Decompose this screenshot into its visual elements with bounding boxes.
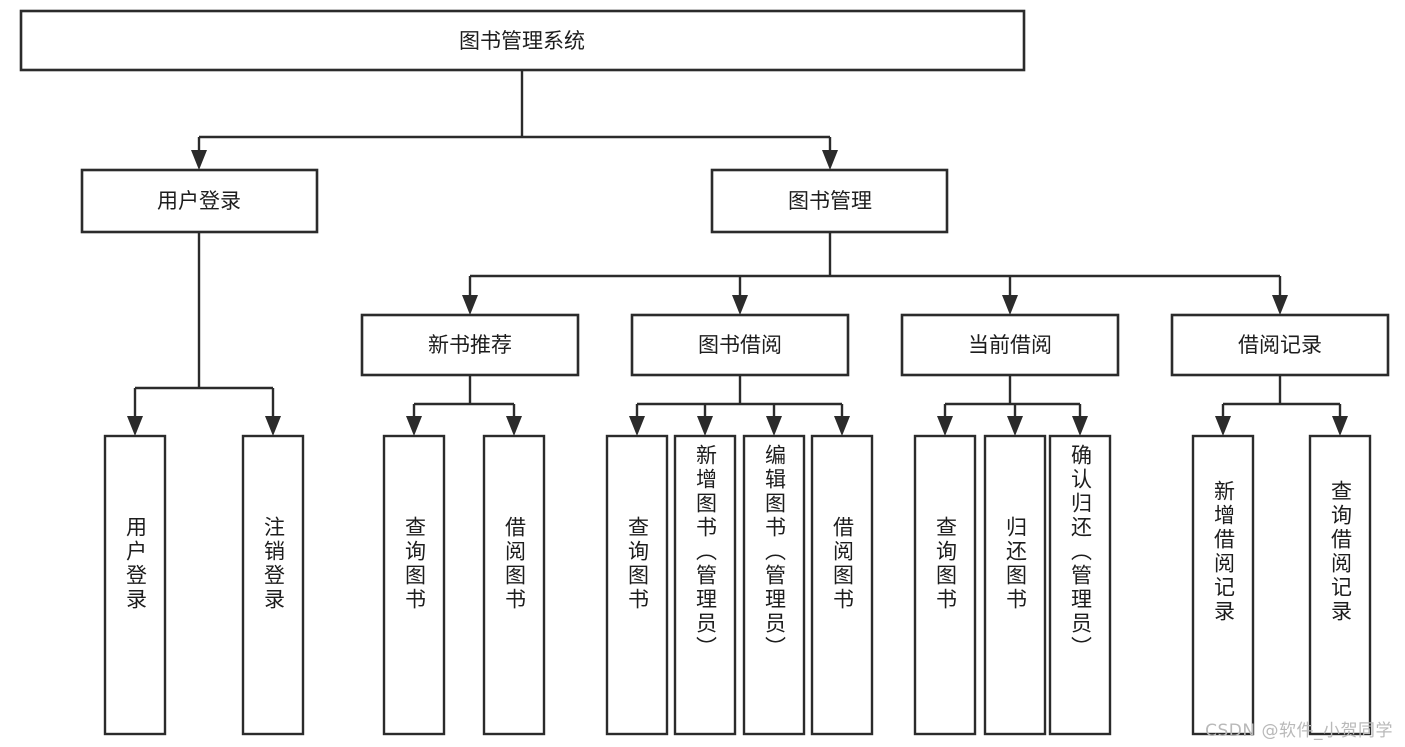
node-book-borrow[interactable]: 图书借阅: [630, 313, 850, 377]
leaf-box-current-borrow-2[interactable]: [983, 434, 1047, 736]
arrow-book-borrow-leaf2: [697, 416, 713, 436]
node-book-borrow-label: 图书借阅: [698, 333, 782, 357]
node-root-box[interactable]: [19, 9, 1026, 72]
leaf-box-current-borrow-3[interactable]: [1048, 434, 1112, 736]
leaf-box-book-borrow-3[interactable]: [742, 434, 806, 736]
arrow-book-borrow-leaf4: [834, 416, 850, 436]
edges-new-book-to-leaves: [406, 375, 522, 436]
leaf-box-new-book-1[interactable]: [382, 434, 446, 736]
edges-borrow-record-to-leaves: [1215, 375, 1348, 436]
node-current-borrow[interactable]: 当前借阅: [900, 313, 1120, 377]
leaf-box-book-borrow-4[interactable]: [810, 434, 874, 736]
arrow-borrow-record-leaf1: [1215, 416, 1231, 436]
node-new-book-recommend-box[interactable]: [360, 313, 580, 377]
arrow-user-login-leaf2: [265, 416, 281, 436]
arrow-borrow-record-leaf2: [1332, 416, 1348, 436]
node-new-book-recommend-label: 新书推荐: [428, 333, 512, 357]
node-user-login[interactable]: 用户登录: [80, 168, 319, 234]
leaf-box-user-login-2[interactable]: [241, 434, 305, 736]
leaf-box-user-login-1[interactable]: [103, 434, 167, 736]
leaf-box-book-borrow-2[interactable]: [673, 434, 737, 736]
node-book-borrow-box[interactable]: [630, 313, 850, 377]
node-borrow-record-box[interactable]: [1170, 313, 1390, 377]
leaf-boxes-borrow-record: [1191, 434, 1372, 736]
leaf-box-borrow-record-1[interactable]: [1191, 434, 1255, 736]
node-borrow-record[interactable]: 借阅记录: [1170, 313, 1390, 377]
arrow-to-new-book: [462, 295, 478, 315]
leaf-box-current-borrow-1[interactable]: [913, 434, 977, 736]
arrow-new-book-leaf2: [506, 416, 522, 436]
node-user-login-box[interactable]: [80, 168, 319, 234]
arrow-to-book-borrow: [732, 295, 748, 315]
arrow-to-user-login: [191, 150, 207, 170]
csdn-watermark: CSDN @软件_小贺同学: [1205, 721, 1393, 741]
edges-user-login-to-leaves: [127, 232, 281, 436]
arrow-current-borrow-leaf2: [1007, 416, 1023, 436]
leaf-box-new-book-2[interactable]: [482, 434, 546, 736]
node-book-management[interactable]: 图书管理: [710, 168, 949, 234]
node-current-borrow-box[interactable]: [900, 313, 1120, 377]
node-user-login-label: 用户登录: [157, 189, 241, 213]
leaf-boxes-user-login: [103, 434, 305, 736]
edges-current-borrow-to-leaves: [937, 375, 1088, 436]
leaf-box-borrow-record-2[interactable]: [1308, 434, 1372, 736]
node-book-management-box[interactable]: [710, 168, 949, 234]
node-current-borrow-label: 当前借阅: [968, 333, 1052, 357]
edges-book-borrow-to-leaves: [629, 375, 850, 436]
node-new-book-recommend[interactable]: 新书推荐: [360, 313, 580, 377]
arrow-to-borrow-record: [1272, 295, 1288, 315]
leaf-boxes-new-book-recommend: [382, 434, 546, 736]
leaf-box-book-borrow-1[interactable]: [605, 434, 669, 736]
arrow-user-login-leaf1: [127, 416, 143, 436]
arrow-new-book-leaf1: [406, 416, 422, 436]
arrow-to-current-borrow: [1002, 295, 1018, 315]
leaf-boxes-book-borrow: [605, 434, 874, 736]
arrow-book-borrow-leaf3: [766, 416, 782, 436]
arrow-current-borrow-leaf1: [937, 416, 953, 436]
edges-root-to-level2: [191, 70, 838, 170]
leaf-boxes-current-borrow: [913, 434, 1112, 736]
node-root-label: 图书管理系统: [459, 29, 585, 53]
arrow-current-borrow-leaf3: [1072, 416, 1088, 436]
edges-book-mgmt-to-level3: [462, 232, 1288, 315]
node-book-management-label: 图书管理: [788, 189, 872, 213]
node-root[interactable]: 图书管理系统: [19, 9, 1026, 72]
arrow-to-book-mgmt: [822, 150, 838, 170]
arrow-book-borrow-leaf1: [629, 416, 645, 436]
node-borrow-record-label: 借阅记录: [1238, 333, 1322, 357]
